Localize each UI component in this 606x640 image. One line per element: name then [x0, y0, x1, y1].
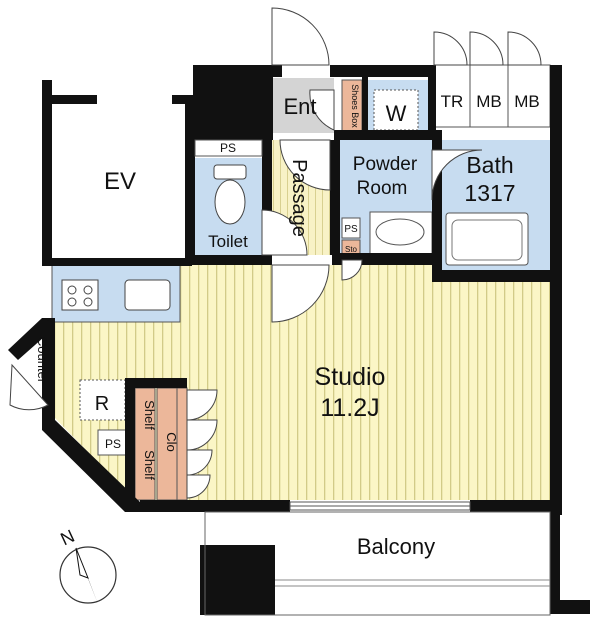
bath-door	[431, 149, 483, 201]
powder-label-2: Room	[357, 178, 408, 199]
ent-label: Ent	[283, 94, 316, 119]
ps-mid-label: PS	[344, 224, 358, 235]
balcony-outline	[204, 511, 551, 616]
shelf-label-1: Shelf	[142, 400, 157, 430]
studio-door	[271, 264, 330, 323]
tr-door	[433, 31, 468, 66]
mb1-label: MB	[476, 92, 502, 111]
mb2-door	[507, 31, 542, 66]
clo-label: Clo	[164, 432, 179, 452]
north-label: N	[57, 526, 77, 550]
washer-label: W	[386, 101, 407, 126]
fridge-box	[79, 379, 126, 421]
entrance-door	[271, 7, 330, 66]
tr-mb-area	[433, 64, 551, 128]
bath-label-1: Bath	[466, 152, 513, 178]
north-compass: N	[57, 526, 117, 604]
stove	[61, 279, 99, 311]
ev-label: EV	[104, 168, 136, 195]
ps-bottom-box	[97, 429, 129, 456]
balcony-label: Balcony	[357, 534, 435, 559]
shelf-label-2: Shelf	[142, 450, 157, 480]
shoes-box-label: Shoes Box	[350, 84, 360, 128]
passage-label: Passage	[288, 159, 310, 237]
toilet-door	[261, 209, 308, 256]
ps-top-box	[194, 139, 263, 157]
toilet-bowl	[214, 179, 246, 225]
sto-label: Sto	[345, 245, 358, 254]
toilet-label: Toilet	[208, 232, 248, 251]
powder-label-1: Powder	[353, 154, 418, 175]
ps-mid-box	[341, 217, 361, 239]
ps-bottom-label: PS	[105, 437, 121, 451]
fridge-label: R	[95, 393, 109, 415]
counter-label: Counter	[35, 337, 50, 384]
bath-label-2: 1317	[464, 180, 515, 206]
ps-top-label: PS	[220, 141, 236, 155]
sto-door	[341, 259, 363, 281]
kitchen-sink	[124, 279, 171, 311]
closet-door-4	[186, 474, 211, 499]
ent-inner-door	[309, 89, 335, 131]
powder-door	[279, 139, 331, 191]
walls	[8, 65, 590, 615]
mb2-label: MB	[514, 92, 540, 111]
counter-door	[9, 363, 49, 411]
bathtub	[445, 212, 529, 266]
tr-label: TR	[441, 92, 464, 111]
mb1-door	[469, 31, 504, 66]
studio-label-2: 11.2J	[320, 394, 379, 422]
studio-label-1: Studio	[315, 363, 386, 391]
